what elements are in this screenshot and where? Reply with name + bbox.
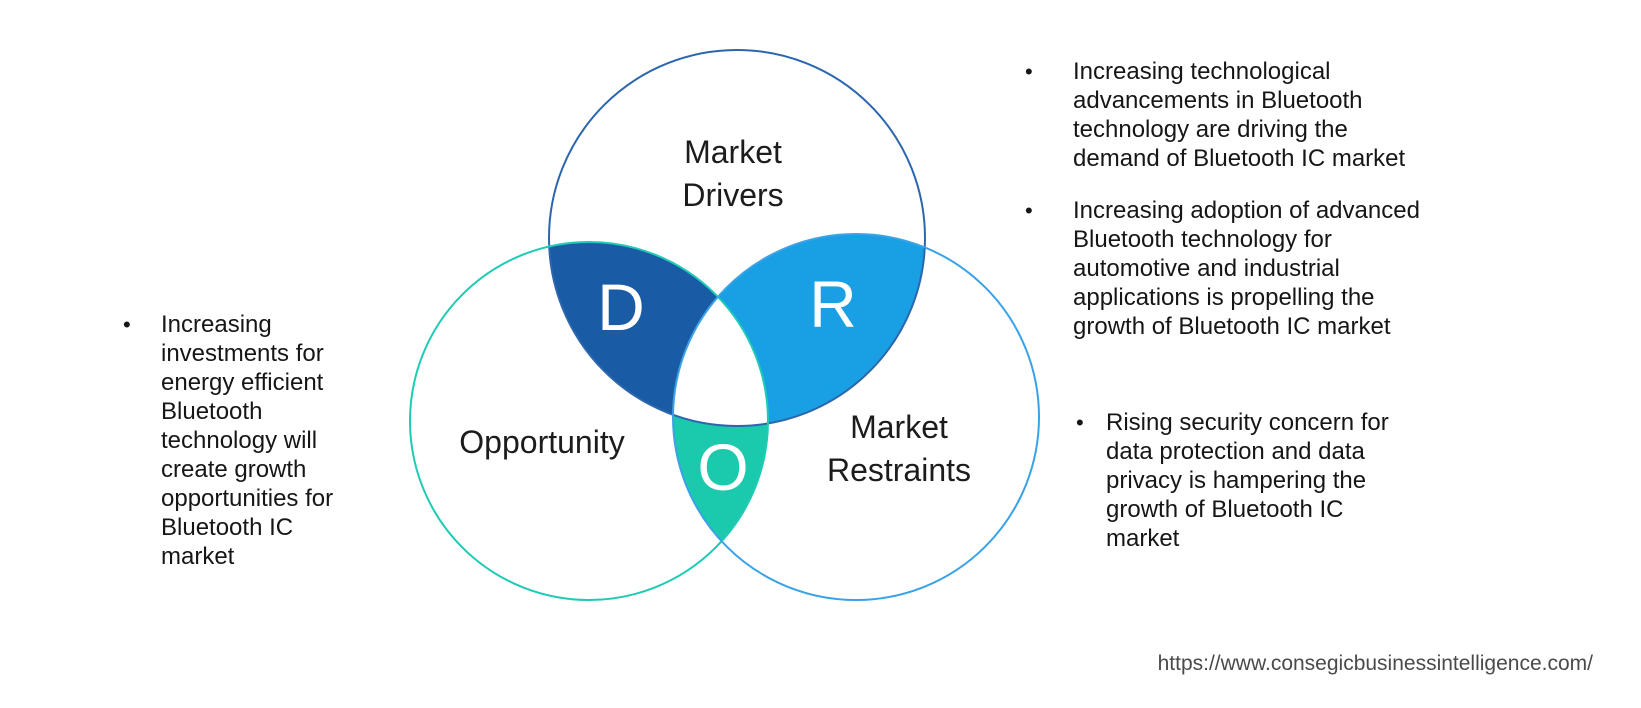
note-driver-2: • Increasing adoption of advanced Blueto… (1019, 196, 1429, 341)
note-restraint-1: • Rising security concern for data prote… (1074, 408, 1434, 553)
petal-letter-r: R (809, 267, 857, 341)
note-text: Increasing technological advancements in… (1073, 58, 1406, 172)
bullet-marker: • (1025, 198, 1033, 223)
restraints-circle-outline (672, 233, 1040, 601)
label-opportunity: Opportunity (459, 424, 625, 460)
note-driver-1: • Increasing technological advancements … (1019, 57, 1419, 173)
label-market-restraints: Market Restraints (826, 409, 972, 488)
note-text: Increasing investments for energy effici… (161, 311, 334, 570)
bullet-marker: • (1076, 410, 1084, 435)
source-url: https://www.consegicbusinessintelligence… (1157, 652, 1593, 675)
note-text: Rising security concern for data protect… (1106, 409, 1389, 552)
note-text: Increasing adoption of advanced Bluetoot… (1073, 197, 1420, 340)
note-opportunity: • Increasing investments for energy effi… (117, 310, 357, 571)
opportunity-circle-outline (409, 241, 769, 601)
petal-letter-d: D (597, 270, 645, 344)
bullet-marker: • (1025, 59, 1033, 84)
petal-letter-o: O (697, 430, 749, 504)
bullet-marker: • (123, 312, 131, 337)
drivers-circle-outline (548, 49, 926, 427)
label-market-drivers: Market Drivers (682, 134, 784, 213)
